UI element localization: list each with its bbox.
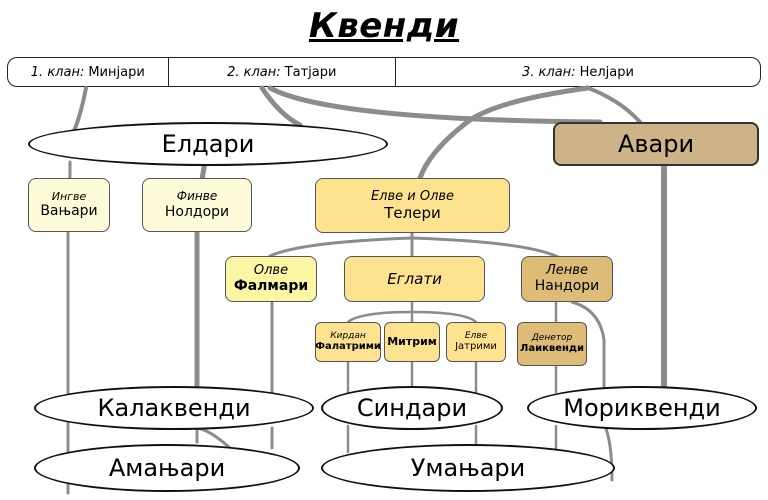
diagram-title: Квенди: [308, 6, 460, 46]
nandor-node: Ленве Нандори: [521, 256, 613, 302]
falmari-node: Олве Фалмари: [225, 256, 317, 302]
falathrim-label: Фалатрими: [315, 341, 381, 353]
sindar-node: Синдари: [321, 386, 503, 430]
noldor-label: Нолдори: [164, 203, 230, 220]
calaquendi-label: Калаквенди: [97, 394, 251, 422]
calaquendi-node: Калаквенди: [34, 386, 314, 430]
noldor-leader: Финве: [176, 189, 218, 204]
line-nandor-moriquendi: [570, 300, 606, 394]
mithrim-node: Митрим: [384, 322, 440, 362]
clan-nelyar: 3. клан: Нелјари: [394, 58, 760, 86]
iathrim-node: Елве Јатрими: [446, 322, 506, 362]
umanyar-label: Умањари: [410, 454, 526, 482]
eglath-node: Еглати: [344, 256, 485, 302]
vanyar-leader: Ингве: [51, 190, 87, 203]
moriquendi-node: Мориквенди: [527, 386, 757, 430]
noldor-node: Финве Нолдори: [142, 178, 252, 232]
vanyar-label: Вањари: [40, 203, 98, 220]
clan-nelyar-name: Нелјари: [579, 64, 634, 80]
line-nelyar-teleri: [417, 85, 591, 181]
clan-nelyar-prefix: 3. клан:: [522, 64, 576, 80]
mithrim-label: Митрим: [387, 335, 437, 349]
laiquendi-leader: Денетор: [531, 332, 573, 343]
line-nelyar-avari: [586, 86, 642, 124]
line-teleri-fork: [268, 236, 562, 260]
clan-minyar-prefix: 1. клан:: [30, 64, 85, 80]
laiquendi-label: Лаиквенди: [520, 343, 584, 355]
falmari-label: Фалмари: [233, 278, 309, 295]
clans-bar: 1. клан: Минјари 2. клан: Татјари 3. кла…: [7, 57, 761, 87]
iathrim-label: Јатрими: [455, 341, 497, 353]
teleri-label: Телери: [384, 204, 441, 223]
line-tatyar-avari: [267, 85, 603, 125]
vanyar-node: Ингве Вањари: [28, 178, 110, 232]
nandor-label: Нандори: [534, 278, 600, 295]
eldar-label: Елдари: [161, 130, 255, 158]
eglath-label: Еглати: [387, 270, 442, 288]
falmari-leader: Олве: [253, 262, 289, 278]
falathrim-node: Кирдан Фалатрими: [315, 322, 381, 362]
iathrim-leader: Елве: [464, 330, 488, 341]
clan-tatyar-prefix: 2. клан:: [227, 64, 281, 80]
sindar-label: Синдари: [356, 394, 468, 422]
moriquendi-label: Мориквенди: [563, 394, 721, 422]
clan-minyar: 1. клан: Минјари: [8, 58, 168, 86]
falathrim-leader: Кирдан: [330, 330, 366, 341]
clan-tatyar: 2. клан: Татјари: [167, 58, 395, 86]
eldar-node: Елдари: [28, 122, 388, 166]
teleri-leaders: Елве и Олве: [370, 188, 455, 204]
clan-minyar-name: Минјари: [88, 64, 145, 80]
line-tatyar-eldar: [259, 85, 303, 128]
amanyar-label: Амањари: [108, 454, 226, 482]
laiquendi-node: Денетор Лаиквенди: [517, 322, 587, 366]
umanyar-node: Умањари: [321, 444, 615, 492]
avari-label: Авари: [617, 129, 695, 158]
nandor-leader: Ленве: [546, 262, 588, 278]
amanyar-node: Амањари: [34, 444, 300, 492]
avari-node: Авари: [553, 122, 759, 166]
teleri-node: Елве и Олве Телери: [315, 178, 510, 233]
clan-tatyar-name: Татјари: [284, 64, 337, 80]
